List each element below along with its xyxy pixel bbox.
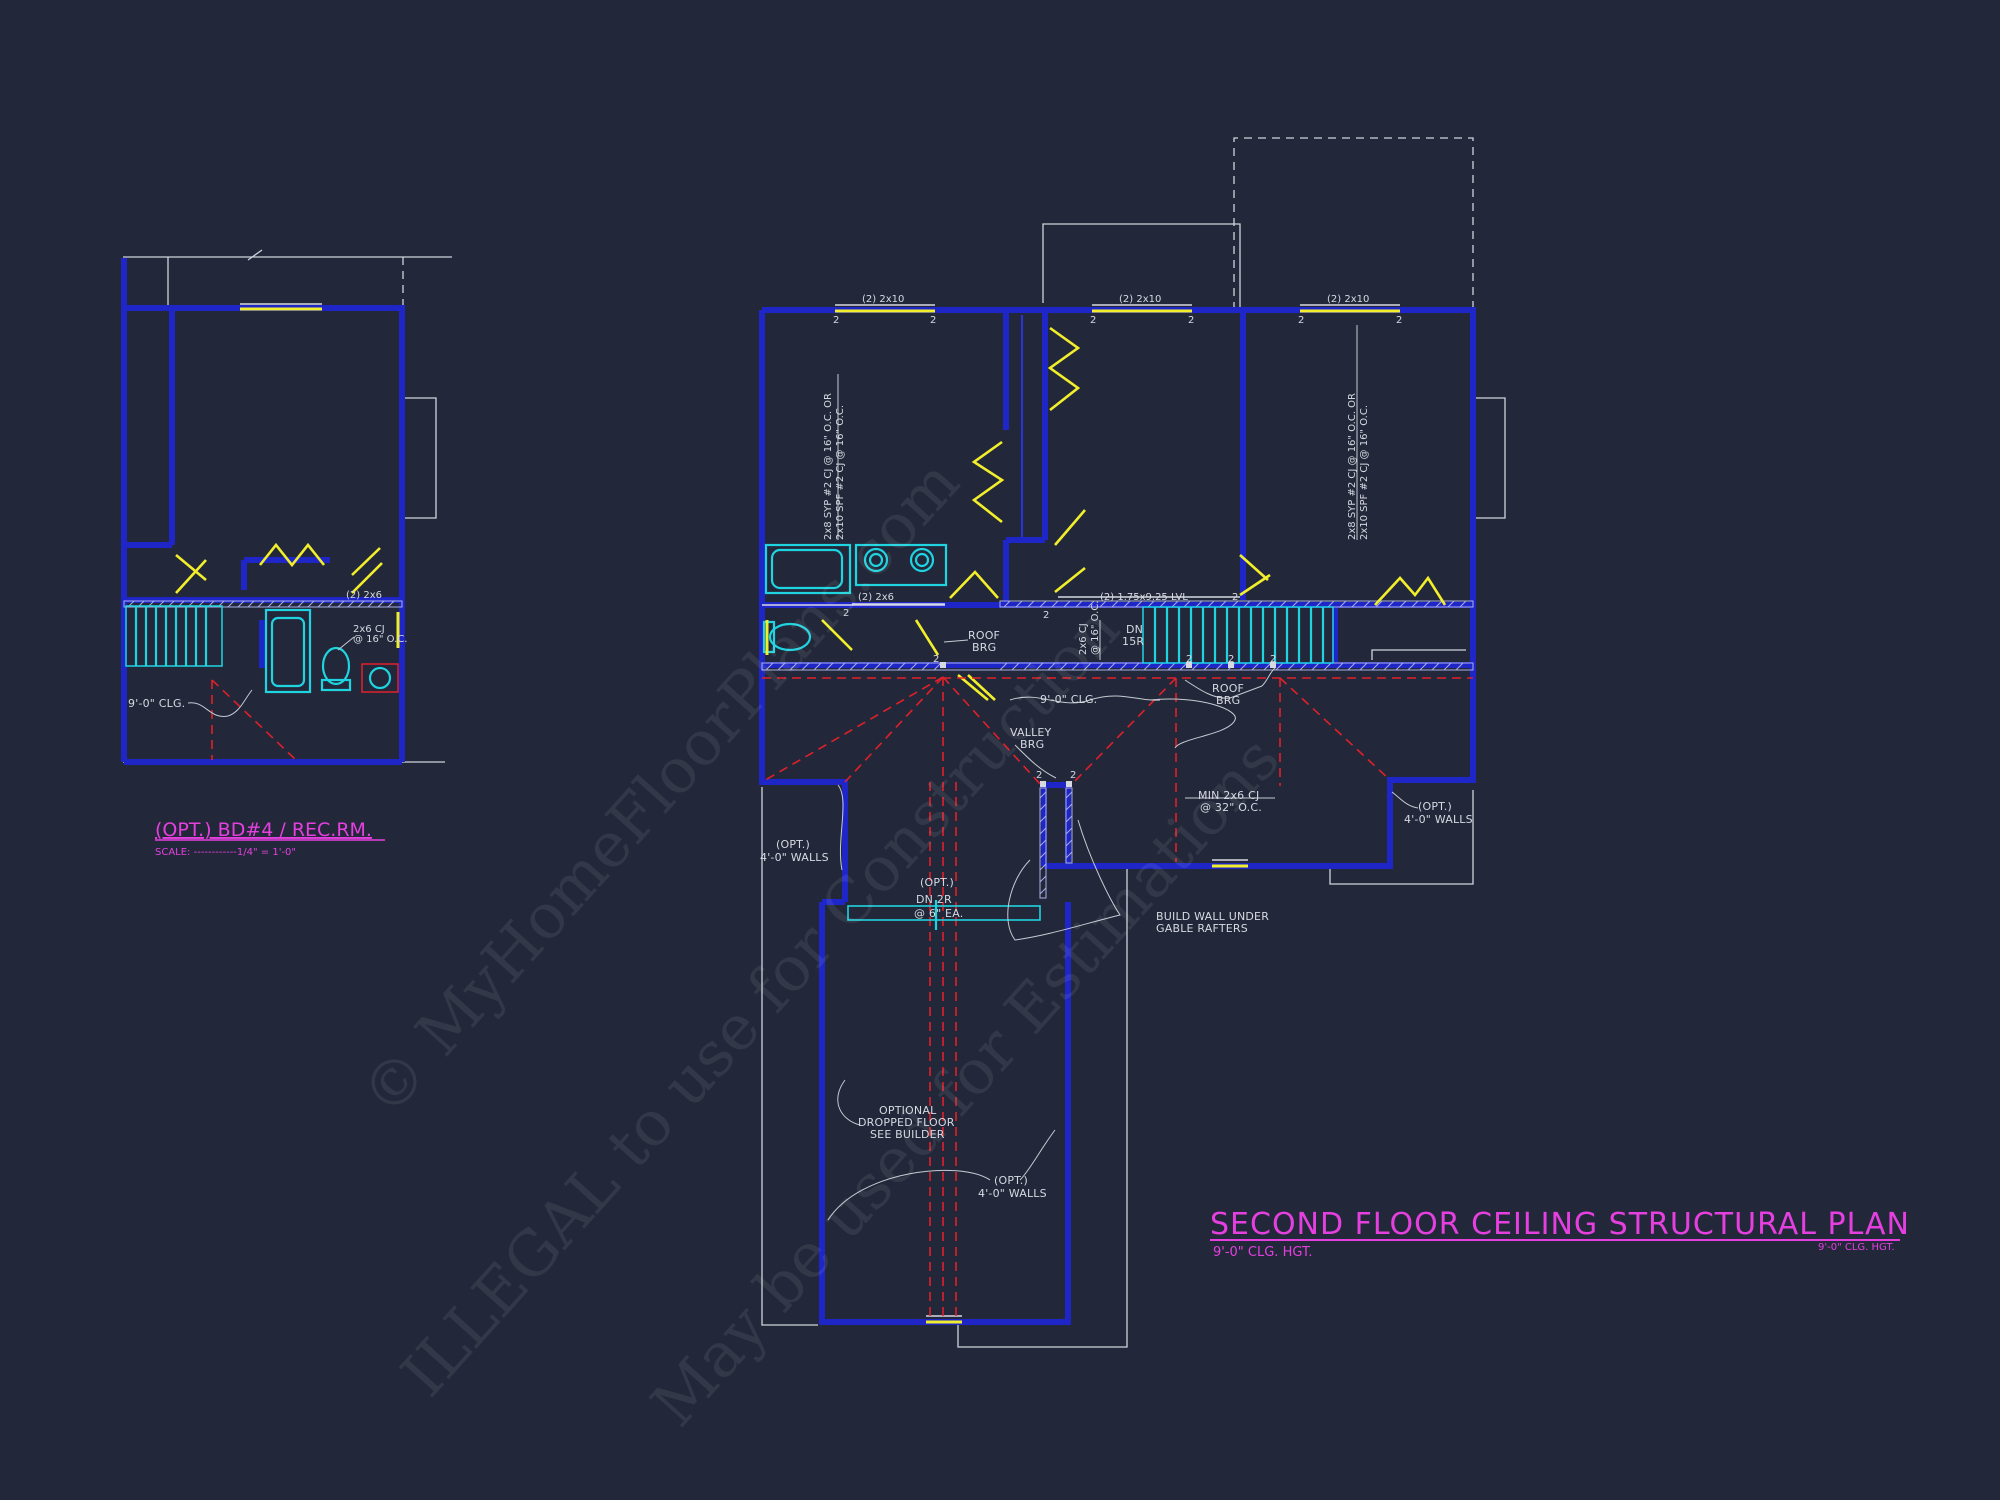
- cj-note-vert-2: @ 16" O.C.: [1090, 601, 1101, 656]
- opt-walls-right-label-2: 4'-0" WALLS: [1404, 813, 1473, 826]
- detail-clg-label: 9'-0" CLG.: [128, 697, 185, 710]
- watermark-line-1: © MyHomeFloorPlans.com: [347, 446, 973, 1130]
- post-label: 2: [833, 315, 839, 326]
- cj-note-left-2: 2x10 SPF #2 CJ @ 16" O.C.: [835, 405, 846, 540]
- detail-cj-label: 2x6 CJ: [353, 624, 385, 635]
- roof-brg-label-2: ROOF: [1212, 682, 1244, 695]
- opt-walls-left-label: (OPT.): [776, 838, 810, 851]
- opt-walls-bottom-label-2: 4'-0" WALLS: [978, 1187, 1047, 1200]
- gable-wall-label-2: GABLE RAFTERS: [1156, 922, 1248, 935]
- post-label: 2: [1232, 592, 1238, 603]
- roof-brg-label-1b: BRG: [972, 641, 996, 654]
- main-clg-label: 9'-0" CLG.: [1040, 693, 1097, 706]
- cj-note-vert-1: 2x6 CJ: [1078, 623, 1089, 655]
- beam-label-bath: (2) 2x6: [858, 592, 894, 603]
- roof-brg-label-1: ROOF: [968, 629, 1000, 642]
- post-label: 2: [843, 608, 849, 619]
- post-label: 2: [1298, 315, 1304, 326]
- beam-label-3: (2) 2x10: [1327, 294, 1369, 305]
- post-label: 2: [1186, 654, 1192, 665]
- post-label: 2: [1090, 315, 1096, 326]
- post-label: 2: [1036, 770, 1042, 781]
- post-label: 2: [1228, 654, 1234, 665]
- detail-beam-label: (2) 2x6: [346, 590, 382, 601]
- valley-brg-label: VALLEY: [1010, 726, 1052, 739]
- detail-plan: 9'-0" CLG. (2) 2x6 2x6 CJ @ 16" O.C.: [121, 249, 452, 765]
- dropped-floor-label-3: SEE BUILDER: [870, 1128, 945, 1141]
- post-label: 2: [1043, 610, 1049, 621]
- stair-risers-label: 15R: [1122, 635, 1144, 648]
- main-plan: [759, 137, 1506, 1348]
- roof-brg-label-2b: BRG: [1216, 694, 1240, 707]
- opt-walls-bottom-label: (OPT.): [994, 1174, 1028, 1187]
- dropped-floor-label: OPTIONAL: [879, 1104, 937, 1117]
- opt-stair-spacing-label: @ 6" EA.: [914, 907, 963, 920]
- post-label: 2: [933, 654, 939, 665]
- plan-ceiling-height: 9'-0" CLG. HGT.: [1213, 1245, 1313, 1260]
- plan-ceiling-height-right: 9'-0" CLG. HGT.: [1818, 1242, 1895, 1253]
- post-label: 2: [1270, 654, 1276, 665]
- valley-brg-label-2: BRG: [1020, 738, 1044, 751]
- beam-label-2: (2) 2x10: [1119, 294, 1161, 305]
- opt-stair-risers-label: DN 2R: [916, 893, 952, 906]
- min-cj-spacing-label: @ 32" O.C.: [1200, 801, 1262, 814]
- detail-title: (OPT.) BD#4 / REC.RM.: [155, 819, 372, 841]
- dropped-floor-label-2: DROPPED FLOOR: [858, 1116, 955, 1129]
- post-label: 2: [1396, 315, 1402, 326]
- opt-walls-right-label: (OPT.): [1418, 800, 1452, 813]
- min-cj-label: MIN 2x6 CJ: [1198, 789, 1259, 802]
- detail-scale: SCALE: ------------1/4" = 1'-0": [155, 847, 296, 858]
- cj-note-right-1: 2x8 SYP #2 CJ @ 16" O.C. OR: [1347, 393, 1358, 540]
- gable-wall-label: BUILD WALL UNDER: [1156, 910, 1269, 923]
- post-label: 2: [930, 315, 936, 326]
- beam-label-1: (2) 2x10: [862, 294, 904, 305]
- cj-note-left-1: 2x8 SYP #2 CJ @ 16" O.C. OR: [823, 393, 834, 540]
- cj-note-right-2: 2x10 SPF #2 CJ @ 16" O.C.: [1359, 405, 1370, 540]
- detail-cj-spacing-label: @ 16" O.C.: [353, 634, 408, 645]
- post-label: 2: [1070, 770, 1076, 781]
- opt-stair-label: (OPT.): [920, 876, 954, 889]
- plan-title: SECOND FLOOR CEILING STRUCTURAL PLAN: [1210, 1207, 1910, 1242]
- stair-dn-label: DN: [1126, 623, 1143, 636]
- beam-label-lvl: (2) 1.75x9.25 LVL: [1100, 592, 1188, 603]
- post-label: 2: [1188, 315, 1194, 326]
- opt-walls-left-label-2: 4'-0" WALLS: [760, 851, 829, 864]
